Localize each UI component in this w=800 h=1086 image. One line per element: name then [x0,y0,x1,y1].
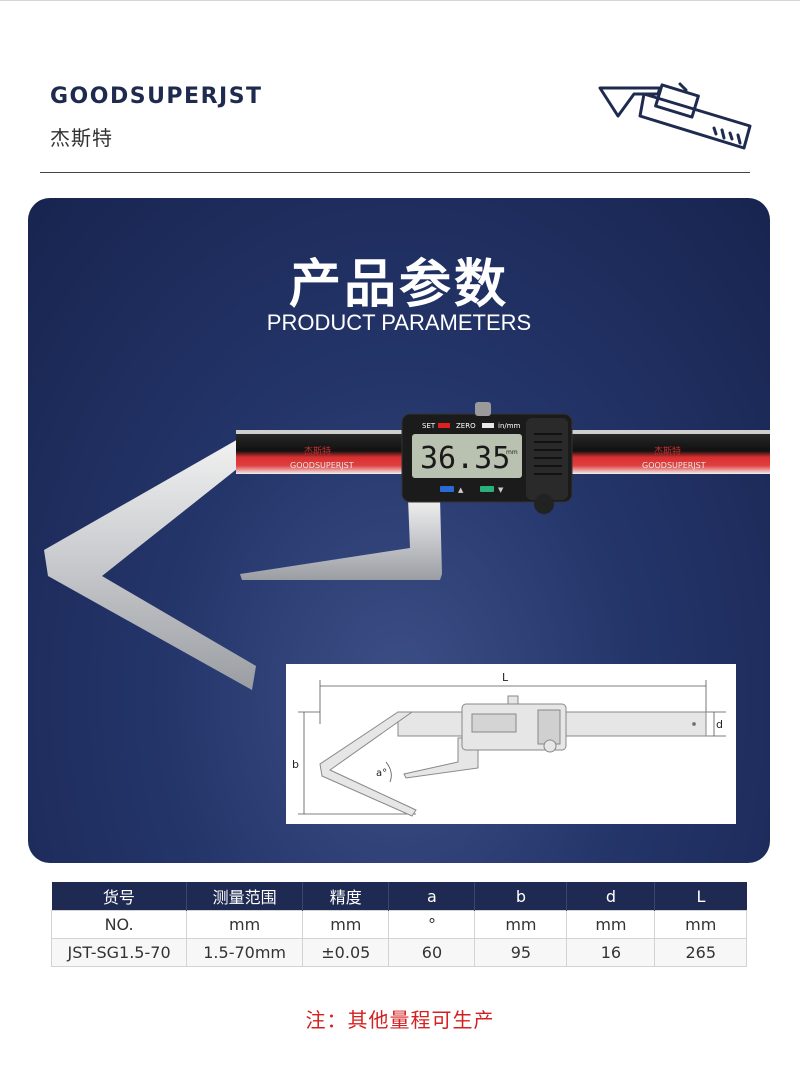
dimension-diagram: L d b a° [286,664,736,824]
header-divider [40,172,750,173]
value-cell: 16 [566,938,656,967]
set-button-label: SET [422,422,436,430]
header-cell: d [566,882,656,911]
dim-label-d: d [716,718,723,731]
sliding-jaw [240,498,442,580]
unit-cell: mm [654,910,747,939]
spec-header-row: 货号 测量范围 精度 a b d L [51,882,747,911]
lcd-unit: mm [506,449,518,456]
header-cell: L [654,882,747,911]
header-cell: 货号 [51,882,188,911]
value-cell: 265 [654,938,747,967]
set-button [438,423,450,428]
caliper-product-image: GOODSUPERJST 杰斯特 GOODSUPERJST 杰斯特 SET ZE… [44,402,770,690]
footnote: 注：其他量程可生产 [305,1008,495,1032]
caliper-icon [598,82,752,150]
table-row: NO. mm mm ° mm mm mm [50,910,747,939]
dim-label-a: a° [376,768,387,779]
top-divider [0,0,800,1]
brand-chinese-name: 杰斯特 [50,126,113,150]
unit-cell: mm [186,910,304,939]
blue-button [440,486,454,492]
inmm-button-label: in/mm [498,422,521,430]
beam-brand-cn-left: 杰斯特 [304,445,331,457]
spec-table: 货号 测量范围 精度 a b d L NO. mm mm ° mm mm mm … [50,882,747,967]
dim-label-L: L [502,671,509,684]
beam-brand-left: GOODSUPERJST [290,461,354,470]
lcd-screen [412,434,522,478]
unit-cell: ° [388,910,476,939]
value-cell: 60 [388,938,476,967]
table-row: JST-SG1.5-70 1.5-70mm ±0.05 60 95 16 265 [50,938,747,967]
lock-screw [475,402,491,416]
unit-cell: mm [302,910,390,939]
header-cell: a [388,882,476,911]
green-button [480,486,494,492]
value-cell: ±0.05 [302,938,390,967]
section-title: 产品参数 [288,255,509,315]
header-cell: b [474,882,568,911]
unit-cell: mm [566,910,656,939]
value-cell: 95 [474,938,568,967]
beam-brand-right: GOODSUPERJST [642,461,706,470]
header-cell: 测量范围 [186,882,304,911]
section-subtitle: PRODUCT PARAMETERS [266,310,532,335]
beam-brand-cn-right: 杰斯特 [654,445,681,457]
value-cell: JST-SG1.5-70 [50,938,188,967]
lcd-reading: 36.35 [420,441,510,476]
svg-text:▼: ▼ [498,486,504,494]
unit-cell: mm [474,910,568,939]
header-cell: 精度 [302,882,390,911]
dim-label-b: b [292,758,299,771]
value-cell: 1.5-70mm [186,938,304,967]
brand-logo-text: GOODSUPERJST [50,84,263,109]
unit-cell: NO. [50,910,188,939]
zero-button-label: ZERO [456,422,476,430]
svg-text:▲: ▲ [458,486,464,494]
fixed-jaw [44,438,276,690]
product-panel: 产品参数 PRODUCT PARAMETERS GOODSUPERJST 杰斯特… [28,198,770,863]
inmm-button [482,423,494,428]
thumb-wheel [534,494,554,514]
